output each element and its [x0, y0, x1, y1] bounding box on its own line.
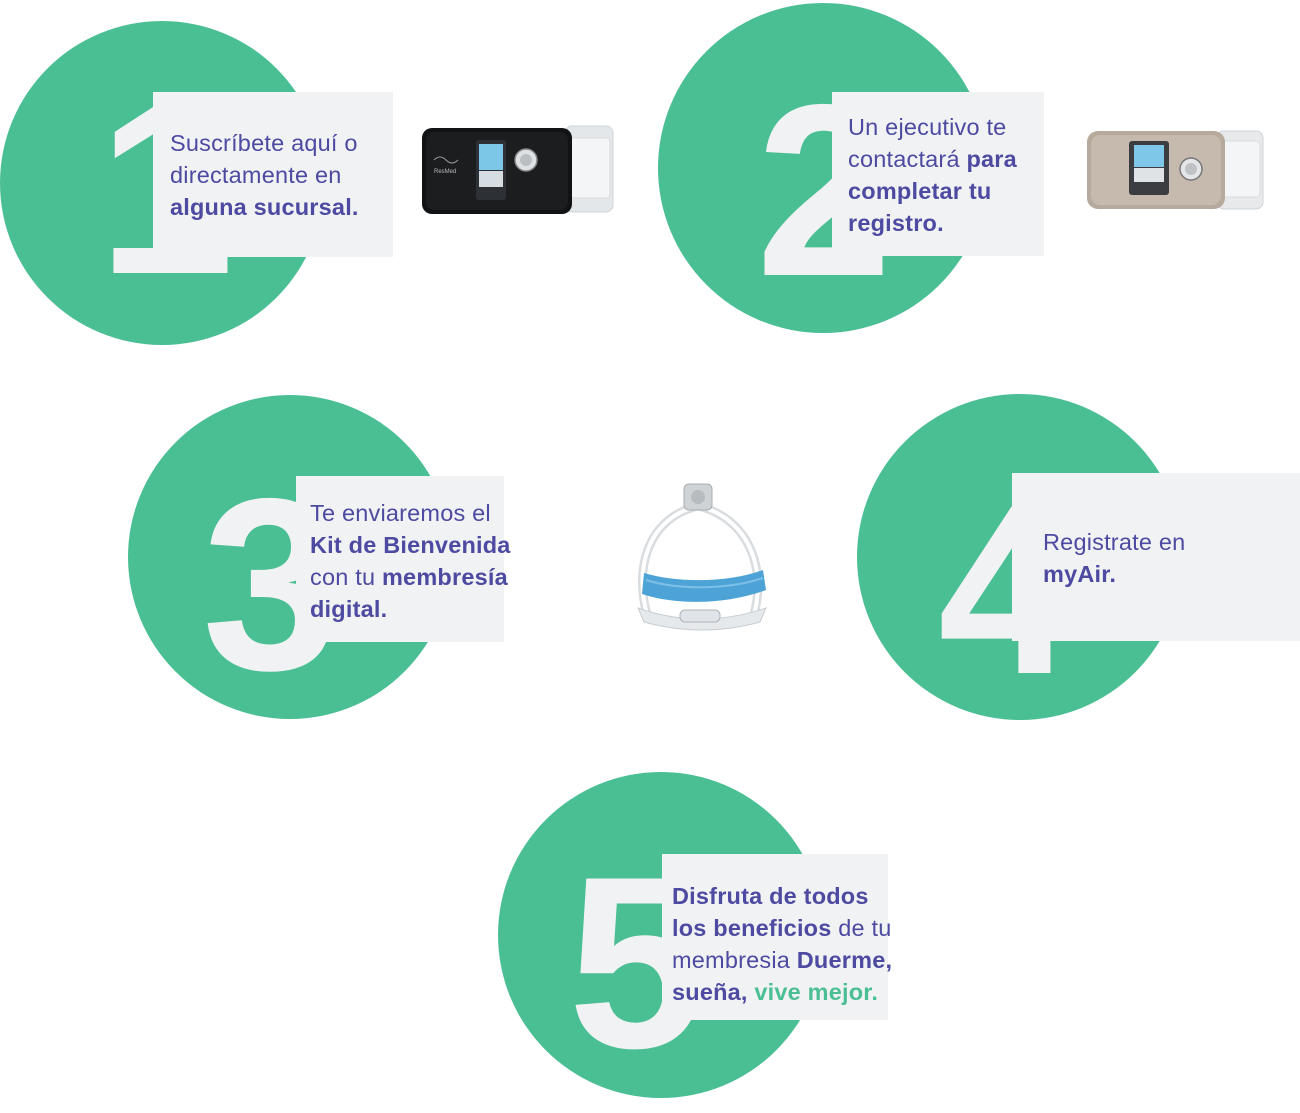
- step-5-line: sueña, vive mejor.: [672, 976, 892, 1008]
- step-2-line: Un ejecutivo te: [848, 111, 1017, 143]
- step-5-line: Disfruta de todos: [672, 880, 892, 912]
- step-3-text: Te enviaremos el Kit de Bienvenida con tu …: [310, 497, 511, 625]
- step-5-line: membresia Duerme,: [672, 944, 892, 976]
- step-5-text-segment: sueña,: [672, 979, 755, 1005]
- step-1-line: Suscríbete aquí o: [170, 127, 359, 159]
- step-2-line: completar tu: [848, 175, 1017, 207]
- step-2-text-segment: para: [966, 146, 1017, 172]
- step-3-text-segment: con tu: [310, 564, 382, 590]
- step-2-line: contactará para: [848, 143, 1017, 175]
- step-1-text-segment: Suscríbete aquí o: [170, 130, 358, 156]
- cpap-machine-black-icon: ResMed: [420, 118, 615, 218]
- step-5-text-segment: Duerme,: [796, 947, 893, 973]
- step-3-panel: [296, 476, 504, 642]
- step-1-number: 1: [98, 51, 235, 325]
- step-4-text: Registrate en myAir.: [1043, 526, 1185, 590]
- step-1-text: Suscríbete aquí o directamente en alguna s…: [170, 127, 359, 223]
- step-5-text-segment: Disfruta de todos: [672, 883, 869, 909]
- step-1-text-segment: directamente en: [170, 162, 342, 188]
- step-4-line: myAir.: [1043, 558, 1185, 590]
- step-2-text-segment: contactará: [848, 146, 967, 172]
- step-5-text-segment: de tu: [831, 915, 892, 941]
- step-3-text-segment: digital.: [310, 596, 388, 622]
- step-5-panel: [662, 854, 888, 1020]
- step-2-panel: [832, 92, 1044, 256]
- step-5-line: los beneficios de tu: [672, 912, 892, 944]
- step-3-text-segment: Kit de Bienvenida: [310, 532, 511, 558]
- step-3-text-segment: Te enviaremos el: [310, 500, 491, 526]
- step-4-line: Registrate en: [1043, 526, 1185, 558]
- step-3-number: 3: [202, 447, 339, 721]
- step-1-line: directamente en: [170, 159, 359, 191]
- step-2-text-segment: completar tu: [848, 178, 992, 204]
- step-3-line: Te enviaremos el: [310, 497, 511, 529]
- step-5-text-segment: vive mejor.: [754, 979, 879, 1005]
- step-4-text-segment: myAir.: [1043, 561, 1117, 587]
- step-2-line: registro.: [848, 207, 1017, 239]
- step-1-panel: [153, 92, 393, 257]
- step-5-text-segment: membresia: [672, 947, 797, 973]
- step-4-number: 4: [938, 451, 1075, 725]
- step-3-text-segment: membresía: [381, 564, 508, 590]
- step-4-panel: [1012, 473, 1300, 641]
- step-5-number: 5: [568, 825, 705, 1099]
- step-2-text: Un ejecutivo te contactará para completar …: [848, 111, 1017, 239]
- brand-logo: ResMed: [434, 169, 456, 175]
- step-1-line: alguna sucursal.: [170, 191, 359, 223]
- step-4-text-segment: Registrate en: [1043, 529, 1186, 555]
- step-3-line: digital.: [310, 593, 511, 625]
- step-2-text-segment: Un ejecutivo te: [848, 114, 1007, 140]
- nasal-mask-icon: [618, 478, 788, 633]
- step-3-line: Kit de Bienvenida: [310, 529, 511, 561]
- step-5-text-segment: los beneficios: [672, 915, 832, 941]
- step-2-number: 2: [756, 53, 893, 327]
- step-1-text-segment: alguna sucursal.: [170, 194, 359, 220]
- step-2-text-segment: registro.: [848, 210, 944, 236]
- cpap-machine-silver-icon: [1085, 125, 1265, 213]
- step-3-line: con tu membresía: [310, 561, 511, 593]
